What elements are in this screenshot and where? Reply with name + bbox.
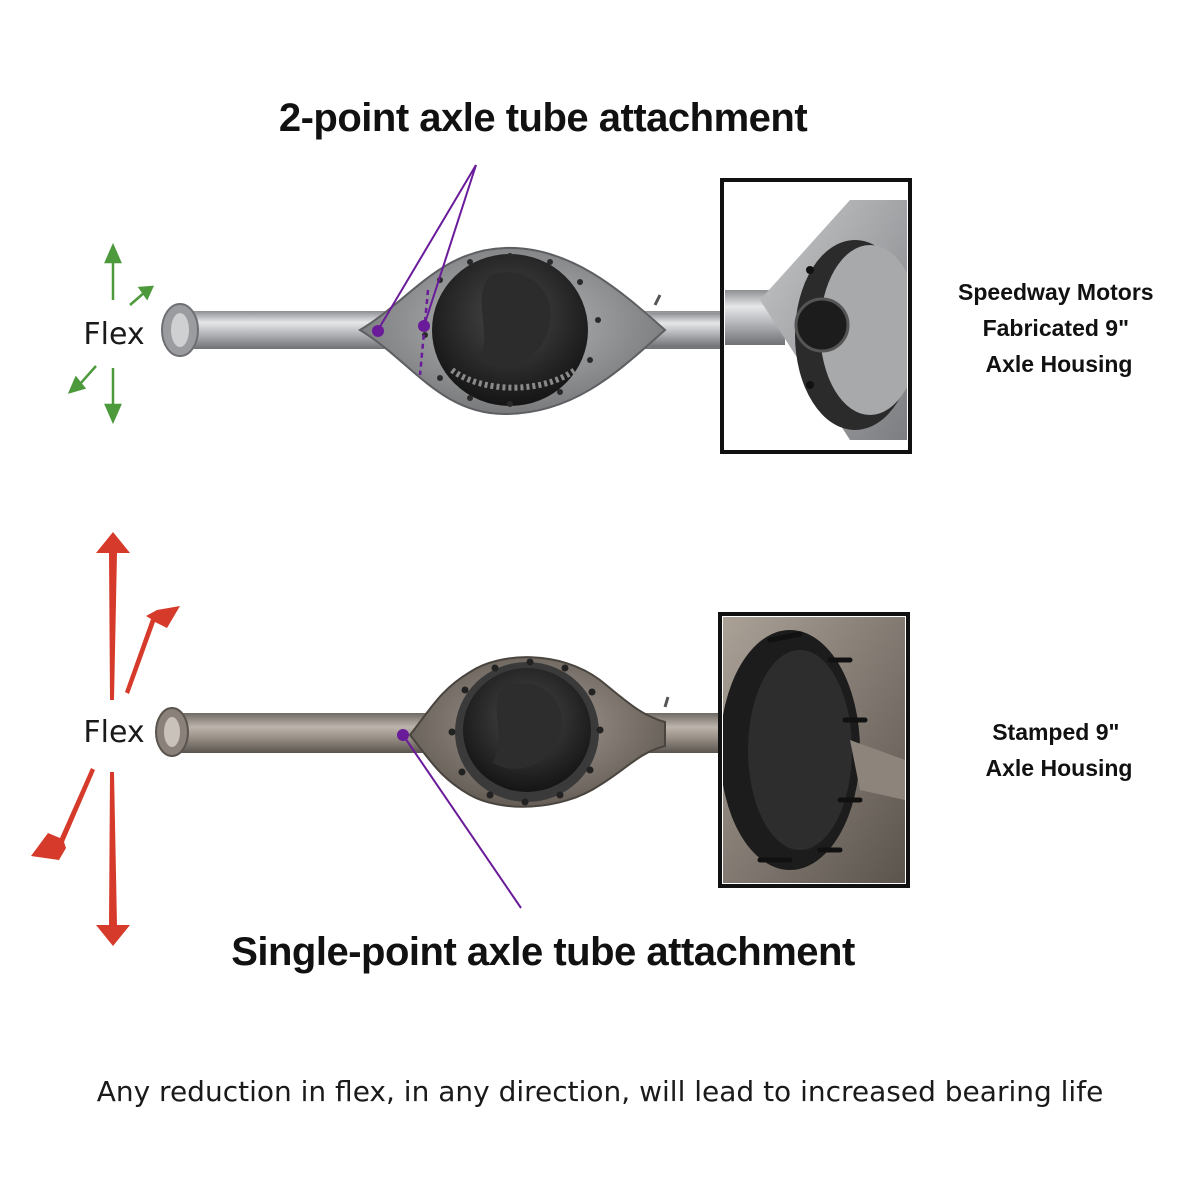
bottom-callout-line [397, 729, 522, 909]
top-product-label: Speedway Motors Fabricated 9" Axle Housi… [958, 279, 1160, 377]
flex-arrows-small-icon [67, 242, 155, 425]
top-product-label-line-3: Axle Housing [986, 351, 1133, 377]
bottom-product-label-line-1: Stamped 9" [992, 719, 1119, 745]
footer-caption: Any reduction in flex, in any direction,… [97, 1075, 1104, 1108]
top-product-label-line-2: Fabricated 9" [983, 315, 1129, 341]
top-headline: 2-point axle tube attachment [279, 96, 807, 140]
bottom-product-label-line-2: Axle Housing [986, 755, 1133, 781]
detail-inset-fabricated [720, 178, 912, 454]
bottom-product-label: Stamped 9" Axle Housing [986, 719, 1133, 781]
top-flex-label: Flex [83, 317, 144, 352]
axle-housing-fabricated [161, 246, 725, 416]
top-callout-lines [372, 164, 477, 376]
attachment-point-single-icon [397, 729, 409, 741]
bottom-headline: Single-point axle tube attachment [231, 930, 855, 974]
detail-inset-stamped [718, 612, 910, 888]
attachment-point-2-icon [418, 320, 430, 332]
attachment-point-1-icon [372, 325, 384, 337]
bottom-flex-label: Flex [83, 715, 144, 750]
axle-housing-stamped [155, 656, 722, 808]
top-product-label-line-1: Speedway Motors [958, 279, 1154, 305]
flex-arrows-large-icon [31, 532, 180, 946]
